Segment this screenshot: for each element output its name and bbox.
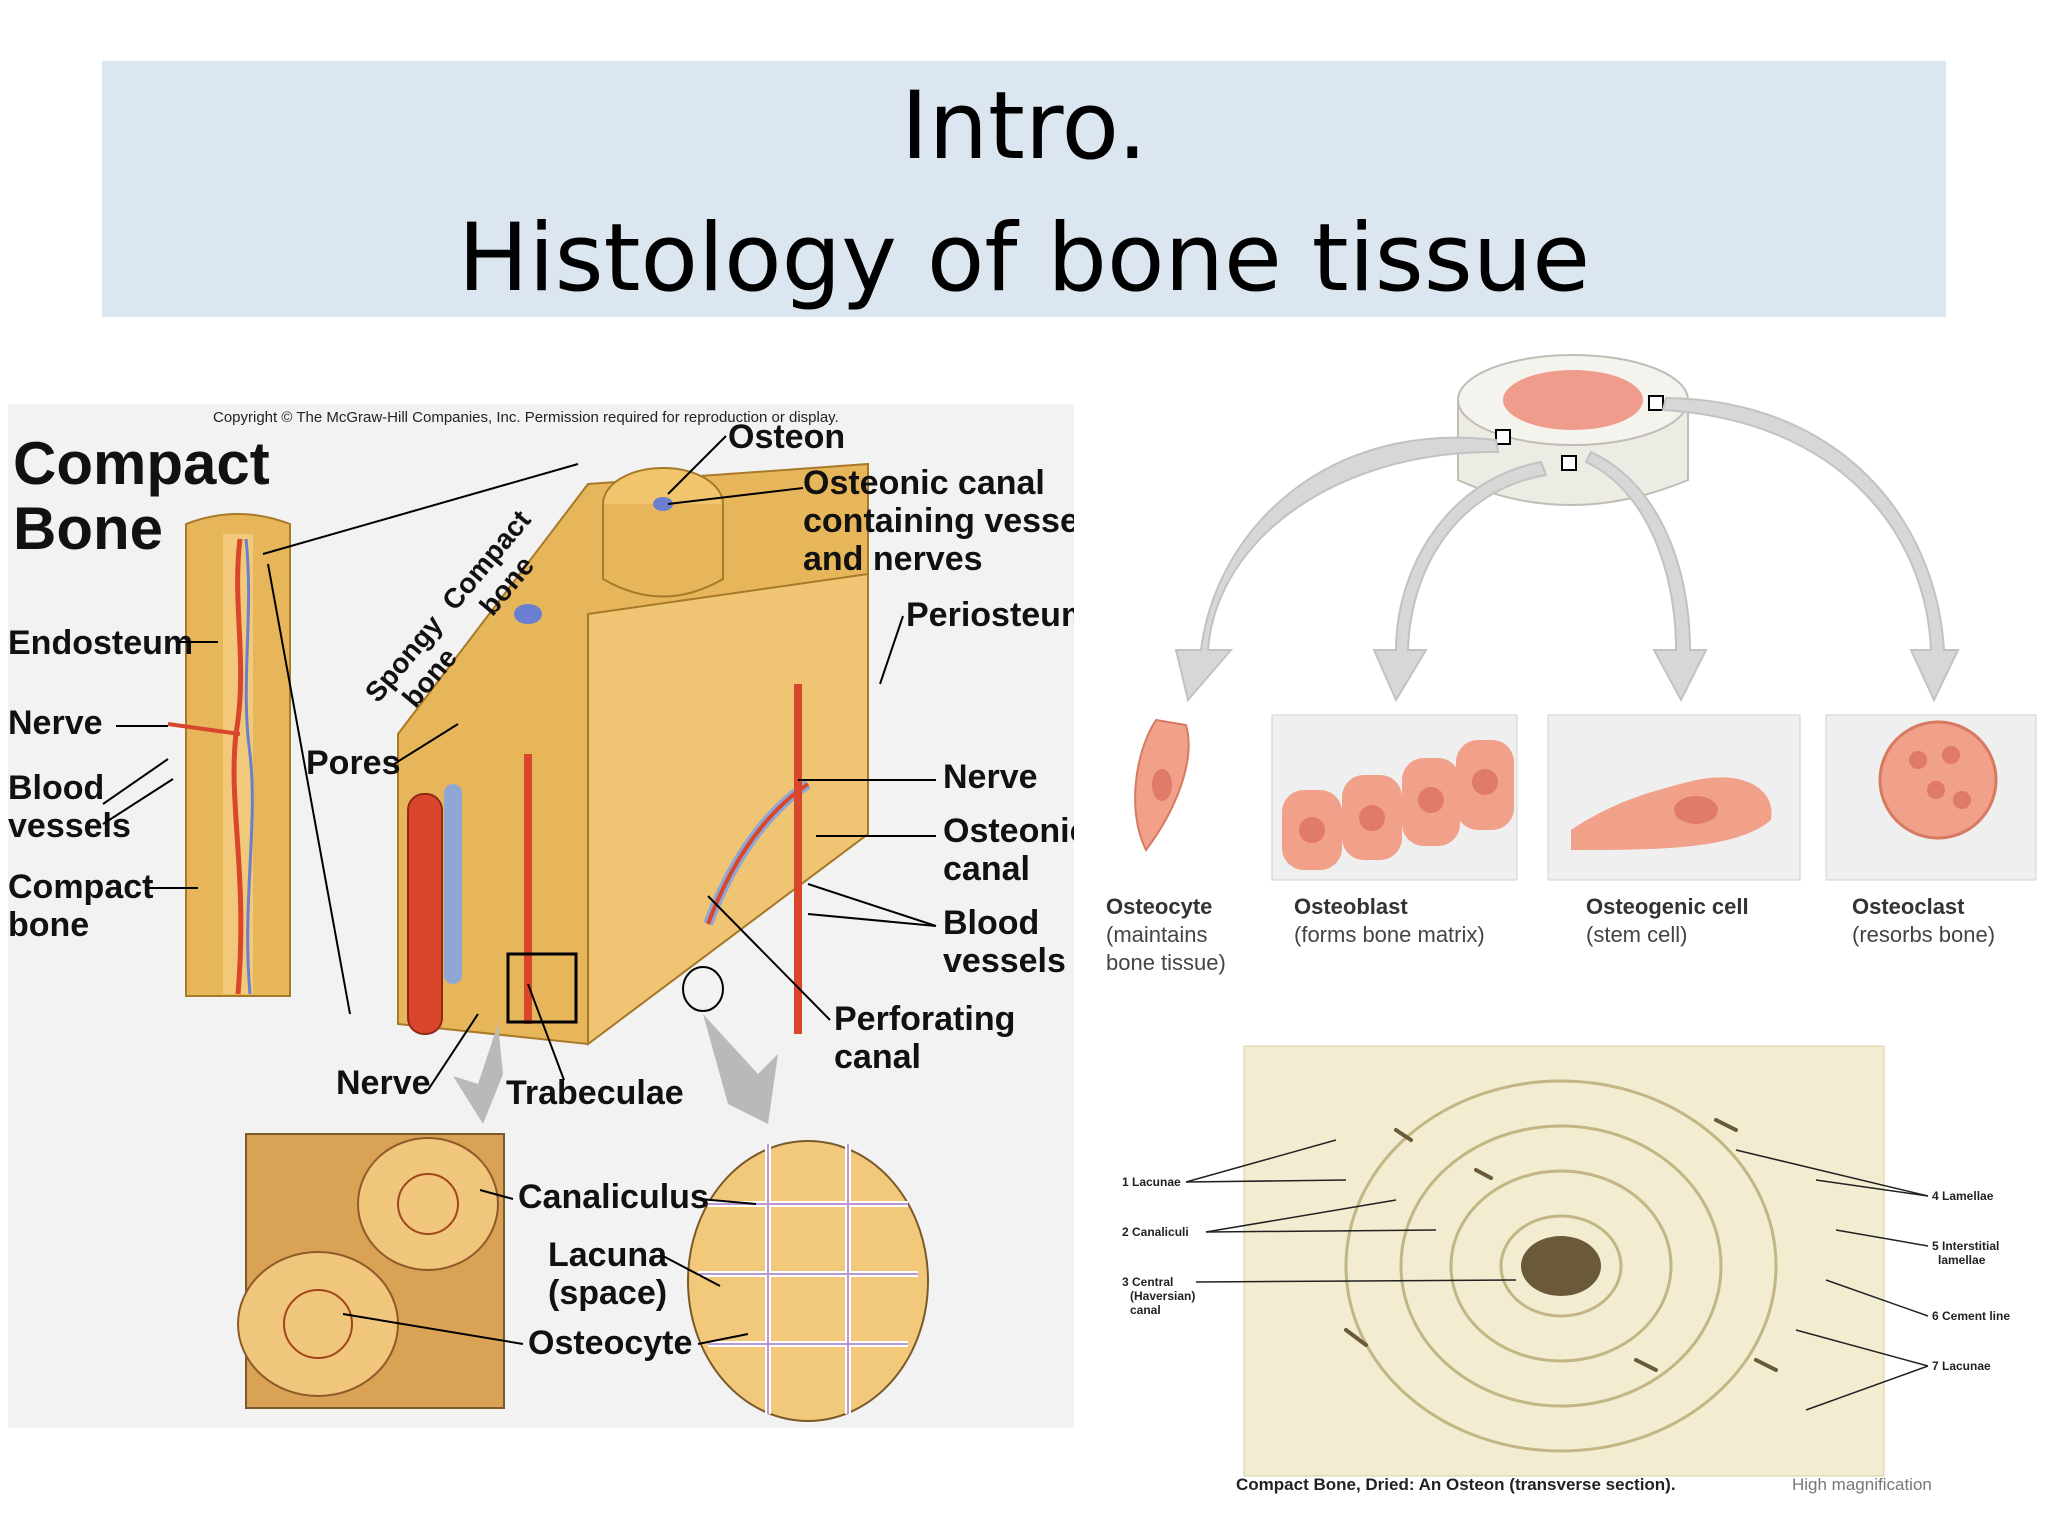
label-blood-vessels-r2: vessels [943,942,1066,980]
osteoclast-desc: (resorbs bone) [1852,922,1995,947]
left-label-4: (Haversian) [1130,1289,1195,1303]
osteocyte-inset [687,1140,929,1422]
osteocyte-name: Osteocyte [1106,894,1212,919]
label-osteonic-canal-2: containing vessels [803,502,1074,540]
label-perforating-2: canal [834,1038,921,1076]
lamellae-rings [1344,1079,1778,1453]
label-osteon: Osteon [728,418,845,456]
right-label-2: 5 Interstitial [1932,1239,1999,1253]
osteogenic-desc: (stem cell) [1586,922,1687,947]
bone-shaft [167,513,291,997]
osteogenic-cell [1547,714,1801,881]
osteoblast-name: Osteoblast [1294,894,1408,919]
bone-cells-illustration: Osteocyte (maintains bone tissue) Osteob… [1106,354,2037,975]
label-osteonic-r2: canal [943,850,1030,888]
heading-compact: Compact [13,430,270,497]
label-lacuna-1: Lacuna [548,1236,668,1274]
label-nerve-bottom: Nerve [336,1064,431,1102]
osteon-micrograph: 1 Lacunae 2 Canaliculi 3 Central (Havers… [1122,1045,2010,1494]
inset-leader-lines [342,1189,757,1345]
label-nerve-left: Nerve [8,704,103,742]
bone-block [397,462,869,1046]
slide-title-line-2: Histology of bone tissue [457,204,1591,313]
label-compact-bone-1: Compact [8,868,153,906]
curved-arrows [1174,396,1960,703]
label-endosteum: Endosteum [8,624,193,662]
label-osteonic-canal-3: and nerves [803,540,983,578]
osteon-micrograph-figure: 1 Lacunae 2 Canaliculi 3 Central (Havers… [1096,1030,2046,1500]
osteoclast-name: Osteoclast [1852,894,1965,919]
micrograph-caption: Compact Bone, Dried: An Osteon (transver… [1236,1475,1676,1494]
label-pores: Pores [306,744,401,782]
osteoblast-desc: (forms bone matrix) [1294,922,1485,947]
osteocyte-desc-2: bone tissue) [1106,950,1226,975]
label-osteonic-r1: Osteonic [943,812,1074,850]
label-blood-vessels-left-1: Blood [8,769,104,807]
arrow-to-trabeculae-inset [453,1024,503,1124]
arrow-to-osteon-inset [703,1014,778,1124]
label-periosteum: Periosteum [906,596,1074,634]
left-label-1: 1 Lacunae [1122,1175,1181,1189]
label-trabeculae: Trabeculae [506,1074,684,1112]
copyright-text: Copyright © The McGraw-Hill Companies, I… [213,409,839,426]
label-nerve-right: Nerve [943,758,1038,796]
micrograph-magnification: High magnification [1792,1475,1932,1494]
compact-bone-figure: Copyright © The McGraw-Hill Companies, I… [8,404,1107,1428]
label-perforating-1: Perforating [834,1000,1015,1038]
right-label-1: 4 Lamellae [1932,1189,1994,1203]
spongy-bone-inset [237,1133,505,1409]
label-osteocyte: Osteocyte [528,1324,692,1362]
osteoblast-cells [1271,714,1518,881]
label-canaliculus: Canaliculus [518,1178,709,1216]
osteocyte-desc-1: (maintains [1106,922,1207,947]
osteocyte-cell [1134,718,1190,852]
left-label-2: 2 Canaliculi [1122,1225,1189,1239]
left-label-5: canal [1130,1303,1161,1317]
label-blood-vessels-r1: Blood [943,904,1039,942]
right-label-4: 6 Cement line [1932,1309,2010,1323]
label-lacuna-2: (space) [548,1274,667,1312]
osteogenic-name: Osteogenic cell [1586,894,1749,919]
label-blood-vessels-left-2: vessels [8,807,131,845]
lacunae-marks [1344,1118,1778,1372]
micrograph-leader-lines [1185,1139,1929,1411]
heading-bone: Bone [13,495,163,562]
right-label-3: lamellae [1938,1253,1986,1267]
leader-lines [102,435,937,1091]
right-label-5: 7 Lacunae [1932,1359,1991,1373]
compact-bone-illustration: Copyright © The McGraw-Hill Companies, I… [8,404,1107,1428]
label-osteonic-canal-1: Osteonic canal [803,464,1045,502]
bone-cells-figure: Osteocyte (maintains bone tissue) Osteob… [1096,330,2046,990]
slide-title-line-1: Intro. [900,72,1148,181]
title-band: Intro. Histology of bone tissue [102,61,1946,317]
label-compact-bone-2: bone [8,906,89,944]
left-label-3: 3 Central [1122,1275,1173,1289]
central-canal [1521,1236,1601,1296]
osteoclast-cell [1825,714,2037,881]
